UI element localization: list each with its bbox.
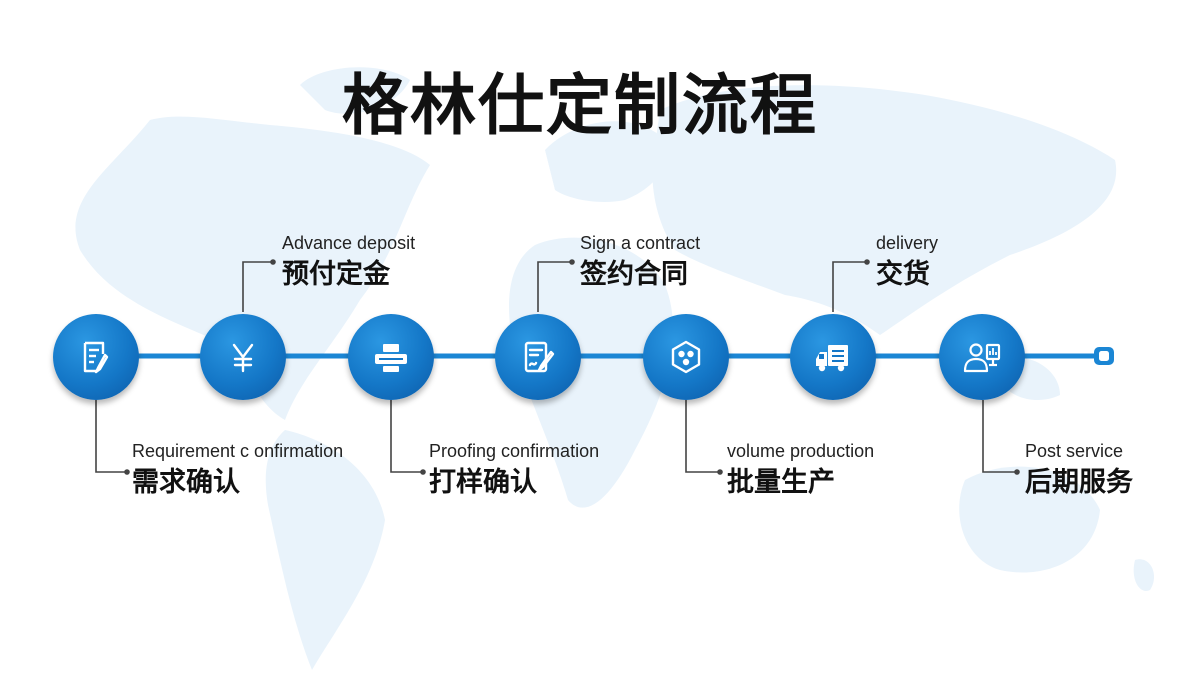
step-label-3: Proofing confirmation 打样确认 xyxy=(429,441,599,499)
step-label-zh: 打样确认 xyxy=(429,467,537,498)
step-circle-deposit xyxy=(200,314,286,400)
delivery-truck-icon xyxy=(816,345,848,372)
page-title: 格林仕定制流程 xyxy=(342,67,818,144)
connector-line-3 xyxy=(390,400,422,473)
step-label-en: volume production xyxy=(727,441,875,461)
step-circle-production xyxy=(643,314,729,400)
step-label-zh: 后期服务 xyxy=(1025,467,1133,498)
customer-service-icon xyxy=(963,343,1001,373)
step-label-2: Advance deposit 预付定金 xyxy=(282,233,415,291)
connector-dot-6 xyxy=(864,259,870,265)
connector-line-2 xyxy=(242,261,272,312)
step-label-zh: 需求确认 xyxy=(132,467,240,498)
step-label-7: Post service 后期服务 xyxy=(1025,441,1133,499)
yen-icon xyxy=(232,343,254,373)
step-label-en: Proofing confirmation xyxy=(429,441,600,461)
connector-dot-7 xyxy=(1014,469,1020,475)
checklist-document-icon xyxy=(83,341,109,374)
step-label-zh: 批量生产 xyxy=(727,467,835,498)
printer-icon xyxy=(375,344,407,372)
step-circle-contract xyxy=(495,314,581,400)
step-circle-proofing xyxy=(348,314,434,400)
step-label-zh: 签约合同 xyxy=(580,259,688,290)
step-circle-delivery xyxy=(790,314,876,400)
connector-line-5 xyxy=(685,400,719,473)
step-label-4: Sign a contract 签约合同 xyxy=(580,233,700,291)
connector-line-7 xyxy=(982,400,1016,473)
step-label-zh: 预付定金 xyxy=(282,259,390,290)
step-label-en: delivery xyxy=(876,233,939,253)
step-label-5: volume production 批量生产 xyxy=(727,441,874,499)
connector-dot-2 xyxy=(270,259,276,265)
step-label-en: Requirement c onfirmation xyxy=(132,441,344,461)
end-node-icon xyxy=(1094,347,1114,365)
step-label-en: Advance deposit xyxy=(282,233,416,253)
step-label-en: Sign a contract xyxy=(580,233,701,253)
step-label-1: Requirement c onfirmation 需求确认 xyxy=(132,441,343,499)
connector-dot-1 xyxy=(124,469,130,475)
connector-line-6 xyxy=(832,261,866,312)
connector-line-4 xyxy=(537,261,571,312)
step-label-zh: 交货 xyxy=(876,259,930,290)
step-label-en: Post service xyxy=(1025,441,1124,461)
connector-line-1 xyxy=(95,400,126,473)
production-hexagon-icon xyxy=(671,340,701,374)
step-circle-post-service xyxy=(939,314,1025,400)
connector-dot-5 xyxy=(717,469,723,475)
contract-sign-icon xyxy=(524,341,555,373)
connector-dot-3 xyxy=(420,469,426,475)
step-label-6: delivery 交货 xyxy=(876,233,938,291)
connector-dot-4 xyxy=(569,259,575,265)
step-circle-requirement xyxy=(53,314,139,400)
